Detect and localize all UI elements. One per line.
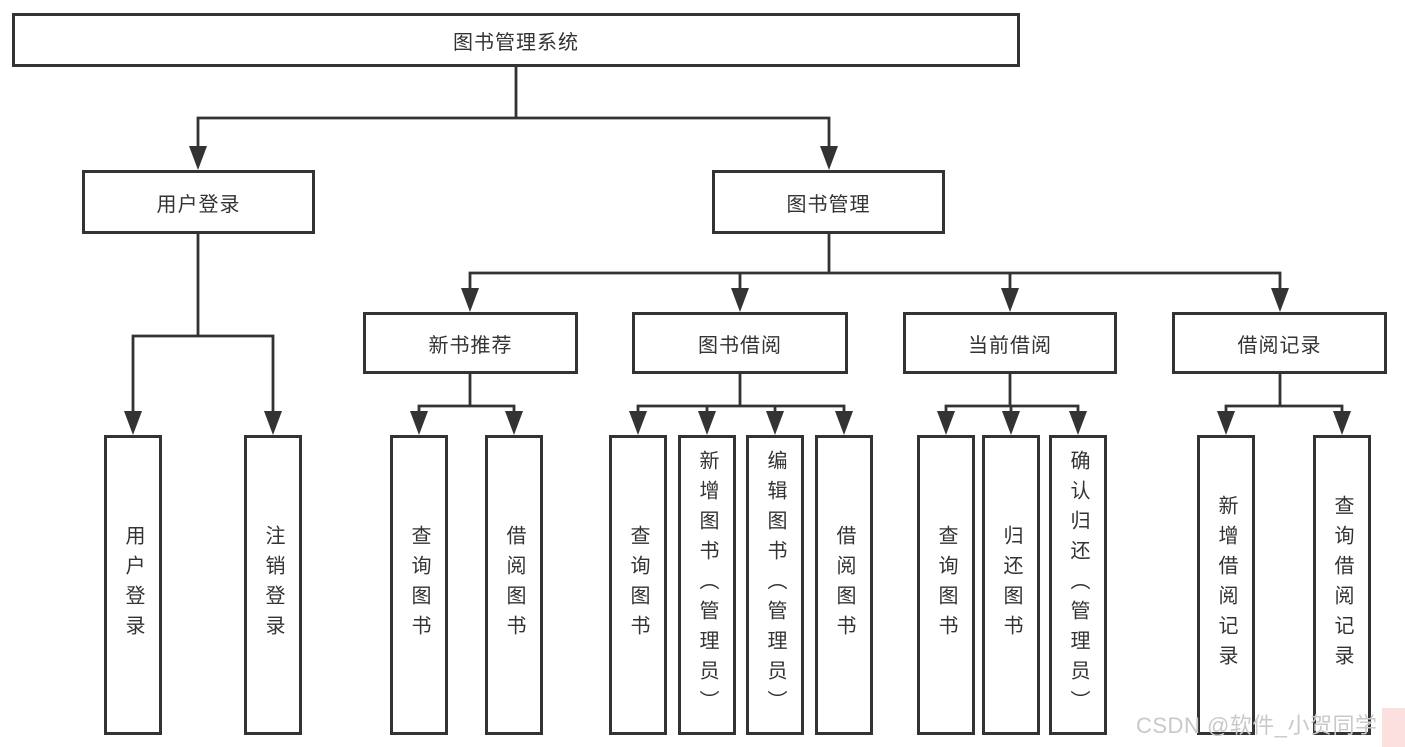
node-library-system-label: 图书管理系统 [453,31,579,54]
leaf-query-books-3: 查询图书 [917,435,975,735]
leaf-logout-login: 注销登录 [244,435,302,735]
leaf-query-books-3-label: 查询图书 [935,525,957,645]
leaf-query-books-1-label: 查询图书 [408,525,430,645]
leaf-add-borrow-record-label: 新增借阅记录 [1215,495,1237,675]
leaf-edit-books-admin: 编辑图书（管理员） [746,435,804,735]
leaf-add-borrow-record: 新增借阅记录 [1197,435,1255,735]
node-book-borrowing: 图书借阅 [632,312,848,374]
node-user-login-label: 用户登录 [156,193,241,216]
node-borrowing-records-label: 借阅记录 [1237,334,1322,357]
node-book-management-label: 图书管理 [786,193,871,216]
watermark-glow [1382,708,1405,747]
leaf-user-login: 用户登录 [104,435,162,735]
node-borrowing-records: 借阅记录 [1172,312,1387,374]
leaf-logout-login-label: 注销登录 [262,525,284,645]
connector-lines [131,65,1344,419]
csdn-watermark: CSDN @软件_小贺同学 [1136,713,1378,738]
node-book-borrowing-label: 图书借阅 [698,334,782,357]
leaf-query-borrow-record-label: 查询借阅记录 [1331,495,1353,675]
leaf-return-books-label: 归还图书 [1000,525,1022,645]
leaf-add-books-admin-label: 新增图书（管理员） [696,450,718,720]
node-current-borrowing-label: 当前借阅 [968,334,1052,357]
node-new-book-recommend-label: 新书推荐 [428,334,513,357]
leaf-borrow-books-2-label: 借阅图书 [833,525,855,645]
leaf-query-books-1: 查询图书 [390,435,448,735]
node-user-login: 用户登录 [82,170,315,234]
leaf-borrow-books-2: 借阅图书 [815,435,873,735]
node-library-system: 图书管理系统 [12,13,1020,67]
leaf-query-books-2-label: 查询图书 [627,525,649,645]
leaf-query-borrow-record: 查询借阅记录 [1313,435,1371,735]
leaf-borrow-books-1: 借阅图书 [485,435,543,735]
leaf-return-books: 归还图书 [982,435,1040,735]
leaf-borrow-books-1-label: 借阅图书 [503,525,525,645]
arrowhead-icons [124,146,1351,435]
leaf-user-login-label: 用户登录 [122,525,144,645]
node-current-borrowing: 当前借阅 [903,312,1117,374]
leaf-confirm-return-admin: 确认归还（管理员） [1049,435,1107,735]
node-new-book-recommend: 新书推荐 [363,312,578,374]
leaf-edit-books-admin-label: 编辑图书（管理员） [764,450,786,720]
leaf-query-books-2: 查询图书 [609,435,667,735]
node-book-management: 图书管理 [712,170,945,234]
leaf-confirm-return-admin-label: 确认归还（管理员） [1067,450,1089,720]
leaf-add-books-admin: 新增图书（管理员） [678,435,736,735]
